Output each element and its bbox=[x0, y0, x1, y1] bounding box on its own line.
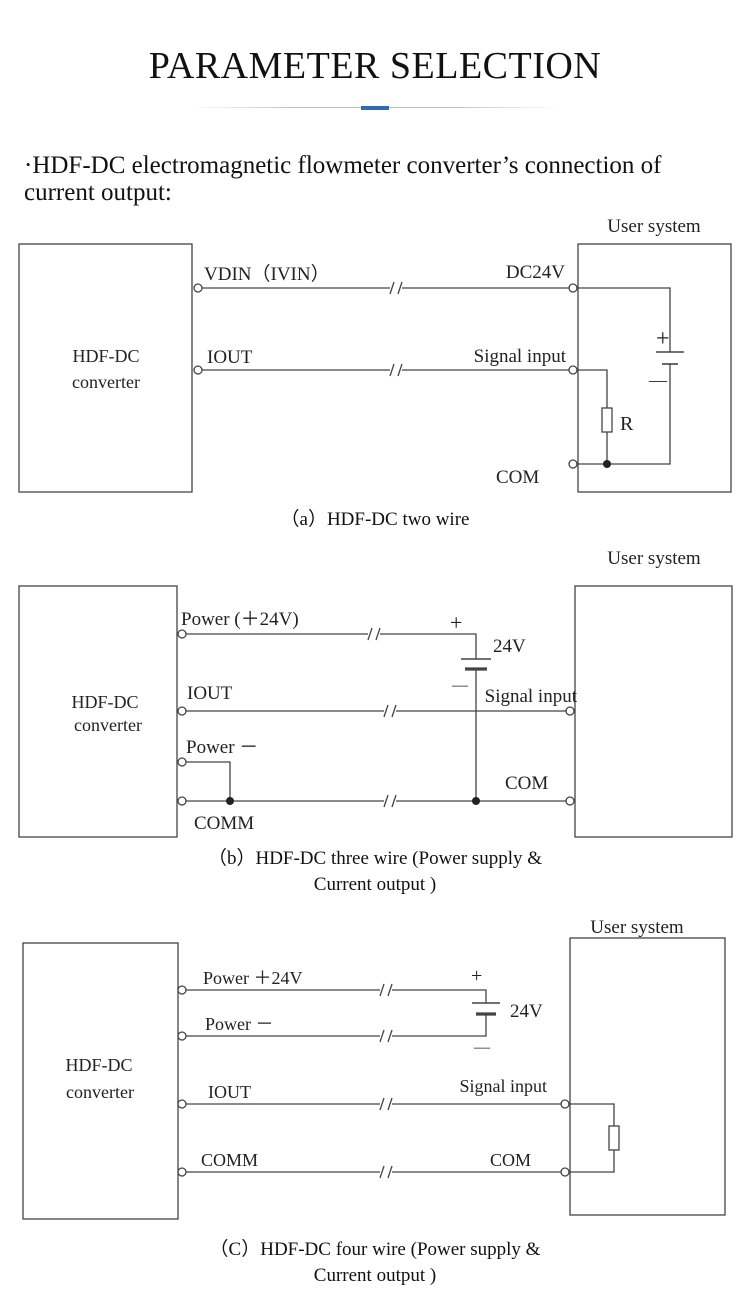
wire-battery-minus-c bbox=[186, 1014, 487, 1037]
com-label-c: COM bbox=[490, 1150, 531, 1170]
terminal-power-plus-b bbox=[177, 629, 187, 639]
junction-dot bbox=[603, 460, 611, 468]
user-system-box-b bbox=[574, 585, 733, 838]
converter-label-c1: HDF-DC bbox=[65, 1055, 132, 1075]
terminal-com-b bbox=[565, 796, 575, 806]
resistor-label-r: R bbox=[620, 413, 634, 435]
wire-break-mark bbox=[367, 627, 381, 641]
terminal-power-plus-c bbox=[177, 985, 187, 995]
junction-dot bbox=[472, 797, 480, 805]
caption-two-wire: （a）HDF-DC two wire bbox=[280, 509, 470, 530]
terminal-signal-b bbox=[565, 706, 575, 716]
caption-four-wire-line2: Current output ) bbox=[313, 1265, 437, 1286]
wire-break-mark bbox=[379, 983, 393, 997]
user-system-label-a: User system bbox=[607, 216, 701, 237]
wire-break-mark bbox=[379, 1029, 393, 1043]
wire-break-mark bbox=[383, 704, 397, 718]
user-system-label-c: User system bbox=[590, 917, 684, 938]
caption-three-wire-line1: （b）HDF-DC three wire (Power supply & bbox=[207, 848, 543, 869]
minus-sign-c: — bbox=[473, 1039, 491, 1056]
terminal-vdin bbox=[193, 283, 203, 293]
plus-sign-c: + bbox=[471, 965, 482, 987]
signal-input-label-c: Signal input bbox=[459, 1076, 547, 1096]
terminal-comm-b bbox=[177, 796, 187, 806]
wire-power-plus-c bbox=[186, 989, 487, 1003]
minus-sign-a: — bbox=[648, 370, 668, 390]
wire-signal-internal-c bbox=[569, 1103, 615, 1126]
terminal-power-minus-b bbox=[177, 757, 187, 767]
terminal-iout-b bbox=[177, 706, 187, 716]
converter-box-c bbox=[22, 942, 179, 1220]
minus-sign-b: — bbox=[451, 677, 469, 694]
title-accent-bar bbox=[361, 106, 389, 110]
caption-three-wire-line2: Current output ) bbox=[313, 874, 437, 895]
diagram-three-wire: HDF-DC converter User system Power (＋24V… bbox=[18, 548, 733, 838]
converter-label-a2: converter bbox=[72, 372, 140, 392]
caption-four-wire-line1: （C）HDF-DC four wire (Power supply & bbox=[209, 1239, 541, 1260]
power-plus-label-b: Power (＋24V) bbox=[181, 609, 299, 630]
wire-power-minus-b bbox=[186, 761, 231, 801]
wire-break-mark bbox=[379, 1097, 393, 1111]
comm-label-c: COMM bbox=[201, 1150, 258, 1170]
signal-input-label-a: Signal input bbox=[474, 346, 567, 367]
terminal-iout-a bbox=[193, 365, 203, 375]
terminal-comm-c bbox=[177, 1167, 187, 1177]
converter-label-b2: converter bbox=[74, 715, 142, 735]
terminal-dc24v bbox=[568, 283, 578, 293]
power-plus-label-c: Power ＋24V bbox=[203, 968, 303, 988]
terminal-iout-c bbox=[177, 1099, 187, 1109]
user-system-box-a bbox=[577, 243, 732, 493]
terminal-signal-a bbox=[568, 365, 578, 375]
vdin-label: VDIN（IVIN） bbox=[204, 263, 330, 285]
diagram-two-wire: HDF-DC converter User system VDIN（IVIN） … bbox=[18, 216, 732, 493]
terminal-com-a bbox=[568, 459, 578, 469]
converter-box-a bbox=[18, 243, 193, 493]
dc24v-label: DC24V bbox=[506, 262, 565, 283]
wire-signal-internal bbox=[577, 369, 608, 408]
plus-sign-a: + bbox=[656, 326, 670, 352]
wire-break-mark bbox=[389, 363, 403, 377]
wire-break-mark bbox=[379, 1165, 393, 1179]
wire-dc24v-internal bbox=[577, 287, 671, 352]
terminal-signal-c bbox=[560, 1099, 570, 1109]
com-label-b: COM bbox=[505, 773, 548, 794]
signal-input-label-b: Signal input bbox=[485, 686, 578, 707]
comm-label-b: COMM bbox=[194, 813, 254, 834]
com-label-a: COM bbox=[496, 467, 539, 488]
plus-sign-b: + bbox=[450, 610, 462, 635]
converter-box-b bbox=[18, 585, 178, 838]
terminal-com-c bbox=[560, 1167, 570, 1177]
converter-label-b1: HDF-DC bbox=[71, 692, 138, 712]
wire-break-mark bbox=[383, 794, 397, 808]
battery-voltage-b: 24V bbox=[493, 636, 526, 657]
battery-voltage-c: 24V bbox=[510, 1001, 543, 1022]
page-title: PARAMETER SELECTION bbox=[148, 45, 602, 87]
power-minus-label-b: Power － bbox=[186, 737, 258, 758]
terminal-power-minus-c bbox=[177, 1031, 187, 1041]
converter-label-c2: converter bbox=[66, 1082, 134, 1102]
iout-label-a: IOUT bbox=[207, 347, 253, 368]
user-system-label-b: User system bbox=[607, 548, 701, 569]
diagram-four-wire: HDF-DC converter User system Power ＋24V … bbox=[22, 917, 726, 1220]
junction-dot bbox=[226, 797, 234, 805]
wire-power-plus-b bbox=[186, 633, 477, 659]
resistor-r bbox=[601, 407, 613, 433]
load-resistor-c bbox=[608, 1125, 620, 1151]
wire-resistor-com-c bbox=[569, 1150, 615, 1173]
user-system-box-c bbox=[569, 937, 726, 1216]
intro-text: ·HDF-DC electromagnetic flowmeter conver… bbox=[24, 152, 662, 206]
power-minus-label-c: Power － bbox=[205, 1014, 274, 1034]
wire-break-mark bbox=[389, 281, 403, 295]
iout-label-c: IOUT bbox=[208, 1082, 251, 1102]
converter-label-a1: HDF-DC bbox=[72, 346, 139, 366]
iout-label-b: IOUT bbox=[187, 683, 233, 704]
